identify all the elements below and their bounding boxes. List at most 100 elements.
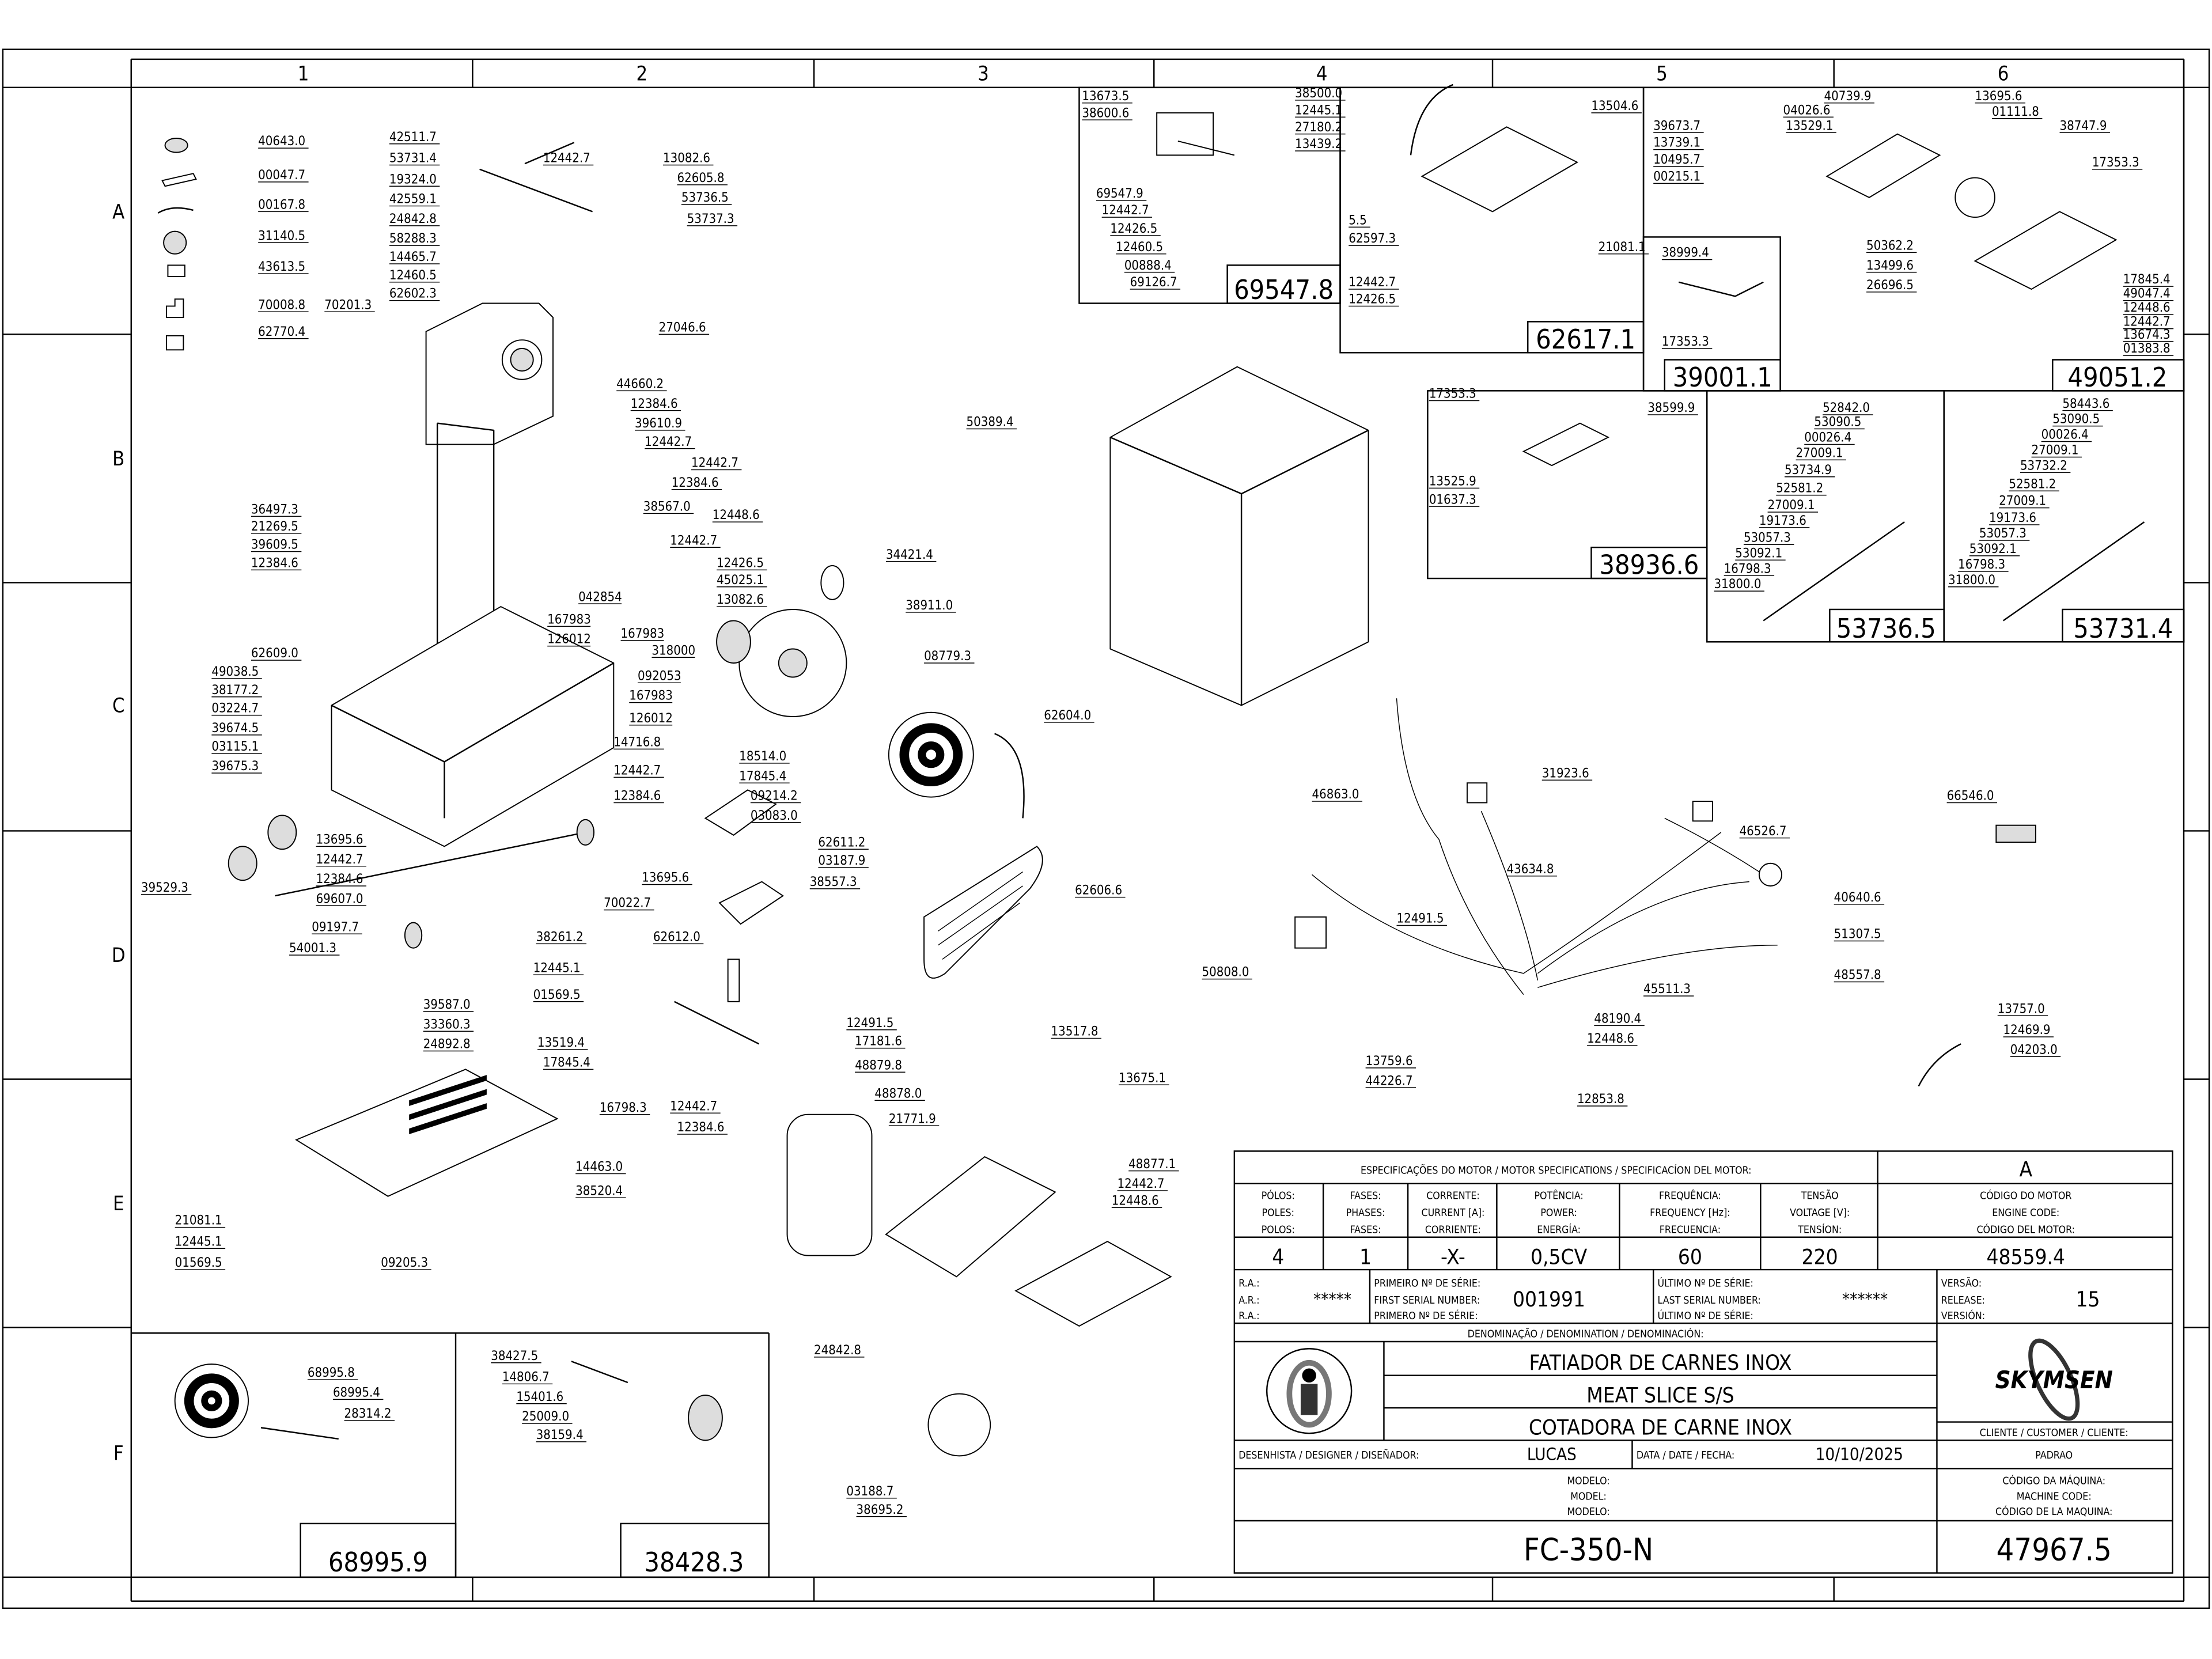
motor-spec-value: 60 bbox=[1678, 1244, 1702, 1269]
part-callout: 27009.1 bbox=[2032, 444, 2079, 458]
part-callout: 62606.6 bbox=[1075, 884, 1122, 898]
part-callout: 38911.0 bbox=[906, 599, 953, 613]
component-sketches bbox=[157, 84, 2145, 1457]
motor-spec-label: POWER: bbox=[1540, 1207, 1577, 1219]
part-callout: 53734.9 bbox=[1785, 463, 1832, 478]
motor-spec-value: 48559.4 bbox=[1986, 1244, 2065, 1269]
part-callout: 38261.2 bbox=[536, 930, 584, 944]
motor-spec-label: PHASES: bbox=[1346, 1207, 1385, 1219]
part-callout: 13525.9 bbox=[1429, 474, 1476, 488]
part-callout: 04203.0 bbox=[2010, 1043, 2058, 1057]
part-callout: 13695.6 bbox=[1975, 89, 2022, 104]
part-callout: 45025.1 bbox=[717, 573, 764, 588]
part-callout: 12448.6 bbox=[713, 508, 760, 522]
part-callout: 39673.7 bbox=[1653, 119, 1700, 133]
skymsen-logo: SKYMSEN bbox=[1995, 1338, 2113, 1421]
part-callout: 13439.2 bbox=[1295, 137, 1342, 151]
part-callout: 17353.3 bbox=[1429, 387, 1476, 402]
part-callout: 62604.0 bbox=[1044, 709, 1091, 723]
part-callout: 38999.4 bbox=[1662, 246, 1709, 260]
part-callout: 53736.5 bbox=[681, 191, 729, 205]
assembly-code: 68995.9 bbox=[328, 1547, 428, 1578]
part-callout: 45511.3 bbox=[1643, 982, 1691, 997]
part-callout: 69547.9 bbox=[1096, 187, 1143, 201]
date-value: 10/10/2025 bbox=[1816, 1445, 1903, 1464]
part-callout: 17181.6 bbox=[855, 1035, 902, 1049]
part-callout: 00167.8 bbox=[258, 198, 305, 212]
part-callout: 13517.8 bbox=[1051, 1025, 1098, 1039]
part-callout: 12442.7 bbox=[1349, 275, 1396, 290]
customer-value: PADRAO bbox=[2035, 1450, 2073, 1461]
part-callout: 24842.8 bbox=[389, 212, 437, 226]
motor-spec-value: -X- bbox=[1441, 1244, 1465, 1269]
part-callout: 21269.5 bbox=[251, 520, 298, 534]
zone-row-label: F bbox=[113, 1442, 124, 1465]
part-callout: 27009.1 bbox=[1768, 498, 1815, 513]
part-callout: 01569.5 bbox=[175, 1256, 222, 1270]
part-callout: 12445.1 bbox=[1295, 103, 1342, 118]
motor-spec-label: FREQUENCY [Hz]: bbox=[1650, 1207, 1730, 1219]
part-callout: 19173.6 bbox=[1759, 514, 1806, 528]
part-callout: 12448.6 bbox=[1587, 1032, 1634, 1046]
part-callout: 12442.7 bbox=[691, 456, 738, 471]
part-callout: 17353.3 bbox=[2092, 156, 2139, 170]
zone-row-label: E bbox=[113, 1192, 124, 1215]
part-callout: 27046.6 bbox=[659, 321, 706, 335]
product-name-pt: FATIADOR DE CARNES INOX bbox=[1529, 1350, 1791, 1375]
part-callout: 49047.4 bbox=[2123, 287, 2171, 301]
subassembly-frames bbox=[131, 86, 2185, 1578]
part-callout: 36497.3 bbox=[251, 502, 298, 517]
part-callout: 12426.5 bbox=[1349, 293, 1396, 307]
part-callout: 69607.0 bbox=[316, 892, 363, 906]
part-callout: 167983 bbox=[547, 612, 591, 627]
part-callout: 33360.3 bbox=[423, 1017, 471, 1032]
part-callout: 12469.9 bbox=[2003, 1023, 2051, 1037]
part-callout: 00215.1 bbox=[1653, 169, 1700, 184]
part-callout: 38520.4 bbox=[575, 1184, 623, 1198]
part-callout: 042854 bbox=[578, 590, 622, 604]
part-callout: 167983 bbox=[629, 689, 673, 703]
part-callout: 17845.4 bbox=[2123, 272, 2171, 287]
part-callout: 39610.9 bbox=[635, 416, 682, 431]
part-callout: 44226.7 bbox=[1366, 1074, 1413, 1088]
target-disc bbox=[888, 711, 974, 798]
last-serial-label: LAST SERIAL NUMBER: bbox=[1658, 1295, 1761, 1306]
zone-column-label: 6 bbox=[1998, 63, 2009, 86]
assembly-code: 49051.2 bbox=[2067, 362, 2167, 393]
part-callout: 38747.9 bbox=[2060, 119, 2107, 133]
part-callout: 39675.3 bbox=[211, 759, 259, 774]
part-callout: 44660.2 bbox=[616, 377, 664, 391]
part-callout: 21081.1 bbox=[1599, 240, 1646, 255]
designer-value: LUCAS bbox=[1527, 1445, 1577, 1464]
part-callout: 167983 bbox=[621, 627, 665, 641]
machine-code-label: MACHINE CODE: bbox=[2017, 1491, 2092, 1502]
part-callout: 12442.7 bbox=[2123, 315, 2171, 329]
part-callout: 27180.2 bbox=[1295, 120, 1342, 135]
motor-spec-header: ESPECIFICAÇÕES DO MOTOR / MOTOR SPECIFIC… bbox=[1361, 1164, 1751, 1177]
part-callout: 12448.6 bbox=[1112, 1194, 1159, 1208]
motor-spec-label: ENGINE CODE: bbox=[1992, 1207, 2059, 1219]
part-callout: 12384.6 bbox=[251, 556, 298, 570]
zone-column-label: 3 bbox=[978, 63, 989, 86]
motor-spec-label: POTÊNCIA: bbox=[1535, 1190, 1584, 1202]
part-callout: 08779.3 bbox=[924, 649, 971, 664]
zone-column-label: 5 bbox=[1656, 63, 1668, 86]
motor-spec-value: 220 bbox=[1802, 1244, 1838, 1269]
wiring-harness bbox=[1312, 698, 1778, 995]
part-callout: 62605.8 bbox=[677, 171, 725, 185]
part-callout: 70201.3 bbox=[324, 298, 372, 312]
part-callout: 12426.5 bbox=[1110, 222, 1157, 236]
release-label: VERSIÓN: bbox=[1941, 1309, 1985, 1322]
part-callout: 126012 bbox=[629, 711, 673, 726]
part-callout: 12460.5 bbox=[389, 268, 437, 283]
part-callout: 38557.3 bbox=[810, 875, 857, 889]
model-value: FC-350-N bbox=[1524, 1532, 1653, 1568]
part-callout: 48878.0 bbox=[874, 1086, 922, 1101]
part-callout: 5.5 bbox=[1349, 213, 1367, 228]
motor-spec-label: CURRENT [A]: bbox=[1422, 1207, 1485, 1219]
part-callout: 66546.0 bbox=[1947, 789, 1994, 804]
part-callout: 01569.5 bbox=[533, 988, 581, 1002]
part-callout: 13757.0 bbox=[1998, 1002, 2045, 1016]
revision-letter: A bbox=[2019, 1157, 2032, 1181]
